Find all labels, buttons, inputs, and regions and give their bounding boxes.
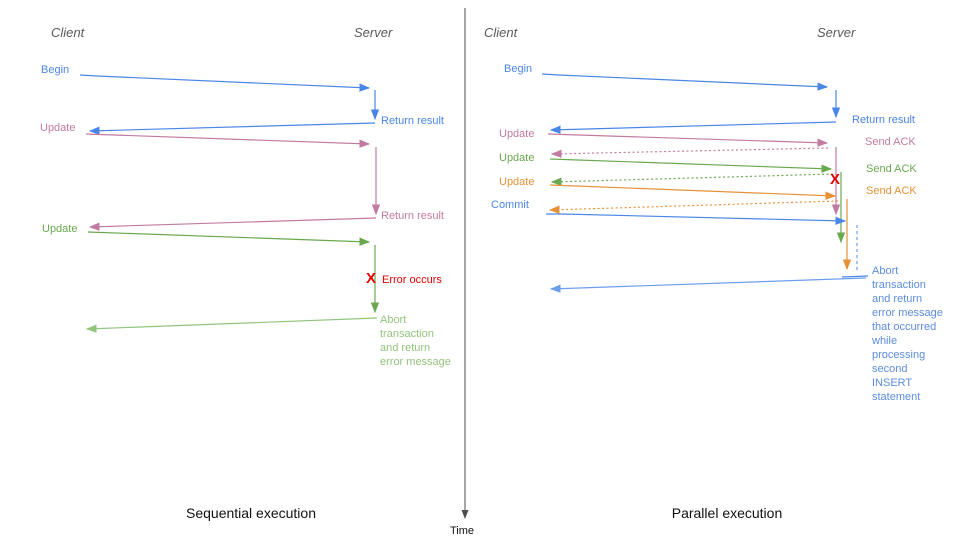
right-update-3-label: Update	[499, 176, 535, 188]
left-begin-request-line	[79, 74, 371, 92]
left-update-2-request-line	[87, 231, 371, 246]
right-return-result-label: Return result	[852, 114, 915, 126]
right-update-2-label: Update	[499, 152, 535, 164]
right-abort-tick-line	[841, 275, 869, 278]
left-client-header: Client	[51, 25, 85, 40]
left-return-result-1-line	[88, 122, 376, 135]
right-send-ack-1-line	[550, 147, 829, 158]
right-send-ack-1-label: Send ACK	[865, 136, 916, 148]
right-send-ack-3-line	[548, 200, 839, 214]
right-client-header: Client	[484, 25, 518, 40]
left-begin-label: Begin	[41, 64, 70, 76]
right-send-ack-2-line	[550, 173, 834, 186]
right-update-3-request-line	[549, 184, 837, 200]
right-send-ack-3-label: Send ACK	[866, 185, 917, 197]
right-update-2-request-line	[549, 158, 833, 173]
right-update-1-request-line	[547, 133, 829, 147]
left-abort-return-line	[85, 317, 378, 333]
right-begin-label: Begin	[504, 63, 533, 75]
right-abort-message-label: Abort transaction and return error messa…	[872, 265, 943, 403]
left-return-result-2-label: Return result	[381, 210, 444, 222]
left-abort-message-label: Abort transaction and return error messa…	[380, 314, 451, 368]
left-return-result-1-label: Return result	[381, 115, 444, 127]
left-error-occurs-label: Error occurs	[382, 274, 442, 286]
right-error-x-icon: X	[830, 171, 841, 188]
right-send-ack-2-label: Send ACK	[866, 163, 917, 175]
right-server-header: Server	[817, 25, 856, 40]
left-update-2-label: Update	[42, 223, 78, 235]
left-return-result-2-line	[88, 217, 377, 231]
left-sequential-lines	[79, 74, 381, 333]
right-return-result-line	[549, 121, 837, 134]
right-update-1-label: Update	[499, 128, 535, 140]
left-panel-title: Sequential execution	[186, 505, 316, 521]
time-axis-label: Time	[450, 525, 475, 537]
left-server-header: Server	[354, 25, 393, 40]
right-panel-title: Parallel execution	[671, 505, 783, 521]
right-commit-label: Commit	[491, 199, 529, 211]
left-update-1-label: Update	[40, 122, 76, 134]
right-begin-request-line	[541, 73, 829, 91]
right-commit-request-line	[546, 213, 847, 225]
right-parallel-lines	[541, 73, 869, 293]
left-error-x-icon: X	[366, 270, 377, 287]
left-update-1-request-line	[85, 133, 371, 148]
right-abort-return-line	[549, 277, 867, 293]
